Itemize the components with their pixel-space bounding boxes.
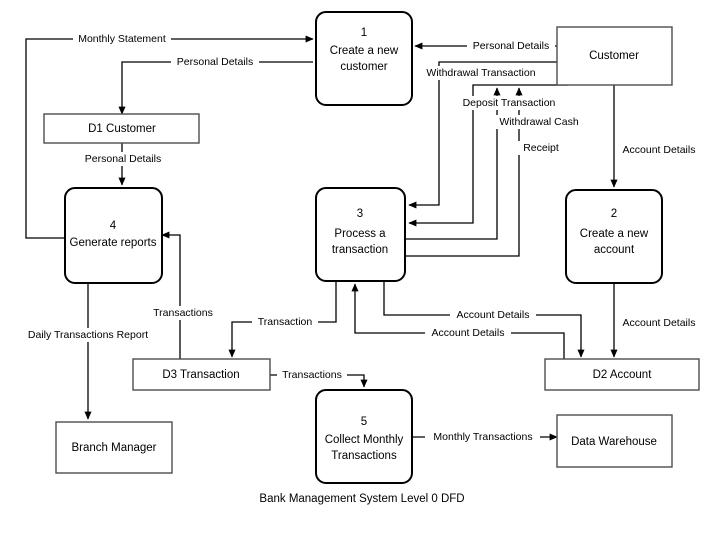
flow-label-transaction-p3-to-d3-text: Transaction — [258, 316, 313, 328]
flow-label-deposit-transaction-text: Deposit Transaction — [463, 97, 556, 109]
entity-data-warehouse-shape — [556, 414, 673, 468]
flow-label-daily-transactions-report-text: Daily Transactions Report — [28, 329, 148, 341]
process-1-number: 1 — [361, 27, 367, 39]
flow-label-account-details-customer-to-p2: Account Details — [616, 143, 702, 157]
node-entity-branch-manager[interactable]: Branch Manager — [55, 421, 173, 474]
process-2-line1: Create a new — [580, 228, 649, 240]
store-d3-label: D3 Transaction — [162, 369, 239, 381]
store-d3-shape — [132, 358, 271, 391]
flow-label-deposit-transaction: Deposit Transaction — [455, 96, 562, 110]
process-1-shape — [315, 11, 413, 106]
node-store-d3[interactable]: D3 Transaction — [132, 358, 271, 391]
process-4-line1: Generate reports — [70, 237, 157, 249]
process-5-number: 5 — [361, 416, 367, 428]
flow-label-transactions-d3-to-p4: Transactions — [148, 306, 218, 320]
flow-label-withdrawal-cash: Withdrawal Cash — [491, 115, 587, 129]
process-3-number: 3 — [357, 208, 363, 220]
process-5-shape — [315, 389, 413, 484]
flow-label-personal-details-p1-to-d1-text: Personal Details — [177, 56, 253, 68]
flow-receipt — [405, 87, 523, 257]
process-1-line1: Create a new — [330, 45, 399, 57]
entity-customer-shape — [556, 26, 673, 86]
flow-withdrawal-cash — [405, 87, 501, 240]
flow-label-transactions-d3-to-p5-text: Transactions — [282, 369, 342, 381]
process-4-number: 4 — [110, 220, 117, 232]
flow-label-transactions-d3-to-p4-text: Transactions — [153, 307, 213, 319]
node-store-d1[interactable]: D1 Customer — [43, 113, 200, 144]
process-2-shape — [565, 189, 663, 284]
node-process-1[interactable]: 1 Create a new customer — [315, 11, 413, 106]
node-entity-data-warehouse[interactable]: Data Warehouse — [556, 414, 673, 468]
flow-label-daily-transactions-report: Daily Transactions Report — [18, 328, 158, 342]
flow-withdrawal-transaction — [408, 61, 557, 209]
store-d2-label: D2 Account — [593, 369, 653, 381]
flow-label-monthly-statement: Monthly Statement — [73, 32, 171, 46]
flow-transactions-d3-to-p4 — [161, 231, 181, 360]
node-process-5[interactable]: 5 Collect Monthly Transactions — [315, 389, 413, 484]
flow-label-account-details-d2-to-p3-text: Account Details — [432, 327, 505, 339]
process-4-shape — [64, 187, 163, 284]
process-2-number: 2 — [611, 208, 617, 220]
process-5-line2: Transactions — [331, 450, 397, 462]
process-3-line1: Process a — [334, 228, 386, 240]
flow-label-monthly-transactions-text: Monthly Transactions — [433, 431, 532, 443]
flow-label-withdrawal-cash-text: Withdrawal Cash — [499, 116, 579, 128]
flow-deposit-transaction — [408, 84, 568, 227]
process-2-line2: account — [594, 244, 635, 256]
flow-label-account-details-p3-to-d2-text: Account Details — [457, 309, 530, 321]
flow-label-withdrawal-transaction: Withdrawal Transaction — [419, 66, 542, 80]
process-3-line2: transaction — [332, 244, 388, 256]
diagram-title: Bank Management System Level 0 DFD — [259, 493, 464, 505]
flow-personal-details-p1-to-d1 — [118, 61, 313, 115]
flow-label-receipt: Receipt — [517, 141, 565, 155]
flow-label-account-details-customer-to-p2-text: Account Details — [623, 144, 696, 156]
flow-label-transaction-p3-to-d3: Transaction — [252, 315, 318, 329]
flow-label-personal-details-p1-to-d1: Personal Details — [171, 55, 259, 69]
flow-label-account-details-p2-to-d2: Account Details — [616, 316, 702, 330]
flow-label-account-details-p3-to-d2: Account Details — [450, 308, 536, 322]
flow-label-account-details-d2-to-p3: Account Details — [425, 326, 511, 340]
node-process-3[interactable]: 3 Process a transaction — [315, 187, 406, 282]
entity-branch-manager-shape — [55, 421, 173, 474]
flow-account-details-d2-to-p3 — [351, 283, 565, 362]
store-d1-label: D1 Customer — [88, 123, 156, 135]
flow-label-personal-details-d1-to-p4: Personal Details — [79, 152, 167, 166]
node-store-d2[interactable]: D2 Account — [544, 358, 700, 391]
node-process-2[interactable]: 2 Create a new account — [565, 189, 663, 284]
flow-label-withdrawal-transaction-text: Withdrawal Transaction — [426, 67, 535, 79]
node-entity-customer[interactable]: Customer — [556, 26, 673, 86]
flow-label-personal-details-customer-to-p1-text: Personal Details — [473, 40, 549, 52]
node-process-4[interactable]: 4 Generate reports — [64, 187, 163, 284]
process-3-shape — [315, 187, 406, 282]
flow-label-monthly-statement-text: Monthly Statement — [78, 33, 166, 45]
process-5-line1: Collect Monthly — [325, 434, 404, 446]
flow-label-receipt-text: Receipt — [523, 142, 559, 154]
entity-customer-label: Customer — [589, 50, 639, 62]
store-d2-shape — [544, 358, 700, 391]
store-d1-shape — [43, 113, 200, 144]
flow-label-personal-details-customer-to-p1: Personal Details — [467, 39, 555, 53]
flow-label-personal-details-d1-to-p4-text: Personal Details — [85, 153, 161, 165]
flow-label-transactions-d3-to-p5: Transactions — [277, 368, 347, 382]
entity-data-warehouse-label: Data Warehouse — [571, 436, 657, 448]
flow-label-monthly-transactions: Monthly Transactions — [425, 430, 540, 444]
flow-label-account-details-p2-to-d2-text: Account Details — [623, 317, 696, 329]
entity-branch-manager-label: Branch Manager — [71, 442, 156, 454]
process-1-line2: customer — [340, 61, 387, 73]
